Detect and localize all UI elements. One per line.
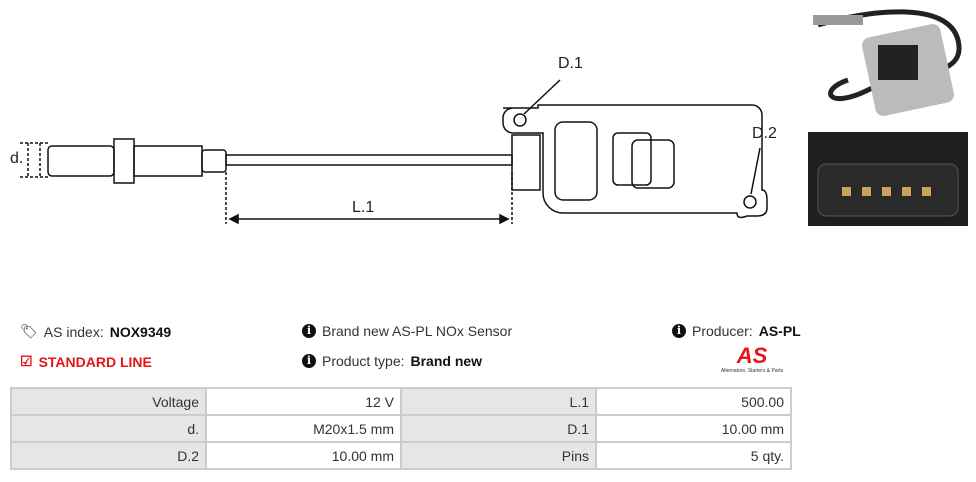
info-icon: i xyxy=(302,324,316,338)
product-type: i Product type: Brand new xyxy=(302,353,482,369)
spec-value: 5 qty. xyxy=(595,441,792,470)
product-type-label: Product type: xyxy=(322,353,405,369)
description-text: Brand new AS-PL NOx Sensor xyxy=(322,323,513,339)
spec-value: 10.00 mm xyxy=(595,414,792,443)
checkbox-icon: ☑ xyxy=(20,353,33,369)
label-d1: D.1 xyxy=(558,55,583,72)
info-icon: i xyxy=(672,324,686,338)
logo-tagline: Alternators, Starters & Parts xyxy=(720,368,784,374)
logo-text: AS xyxy=(736,343,768,368)
spec-value: 12 V xyxy=(205,387,402,416)
spec-key: Pins xyxy=(400,441,597,470)
spec-value: 500.00 xyxy=(595,387,792,416)
spec-value: M20x1.5 mm xyxy=(205,414,402,443)
label-d2: D.2 xyxy=(752,125,777,142)
spec-key: D.1 xyxy=(400,414,597,443)
spec-key: L.1 xyxy=(400,387,597,416)
producer-label: Producer: xyxy=(692,323,753,339)
as-index-label: AS index: xyxy=(43,323,104,340)
spec-key: D.2 xyxy=(10,441,207,470)
spec-value: 10.00 mm xyxy=(205,441,402,470)
tag-icon: 🏷 xyxy=(20,323,38,339)
product-line: ☑ STANDARD LINE xyxy=(20,353,152,370)
description: i Brand new AS-PL NOx Sensor xyxy=(302,323,512,339)
spec-key: Voltage xyxy=(10,387,207,416)
as-index: 🏷 AS index: NOX9349 xyxy=(20,323,171,340)
product-photo[interactable] xyxy=(808,0,968,128)
producer-value: AS-PL xyxy=(758,323,801,339)
connector-photo[interactable] xyxy=(808,132,968,226)
as-index-value: NOX9349 xyxy=(109,323,172,340)
line-label: STANDARD LINE xyxy=(38,353,152,370)
technical-drawing xyxy=(20,79,768,225)
label-d: d. xyxy=(10,150,24,167)
product-type-value: Brand new xyxy=(410,353,483,369)
producer: i Producer: AS-PL xyxy=(672,323,801,339)
spec-key: d. xyxy=(10,414,207,443)
label-l1: L.1 xyxy=(352,199,375,216)
info-icon: i xyxy=(302,354,316,368)
as-pl-logo: AS Alternators, Starters & Parts xyxy=(712,343,792,375)
